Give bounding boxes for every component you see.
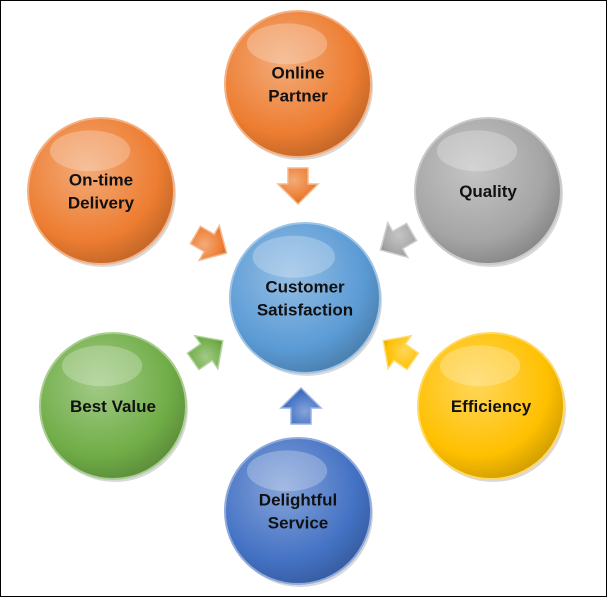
node-best-value-label: Best Value xyxy=(70,397,156,416)
arrow-icon-delightful-service xyxy=(279,386,323,425)
node-best-value: Best Value xyxy=(39,332,188,482)
node-on-time-delivery-label: On-time xyxy=(69,171,133,190)
arrow-icon-quality xyxy=(379,220,418,259)
node-best-value-circle xyxy=(39,332,187,480)
node-delightful-service-circle xyxy=(224,437,372,585)
arrow-icon-best-value xyxy=(186,334,224,371)
node-delightful-service-label: Service xyxy=(268,514,329,533)
node-quality-label: Quality xyxy=(459,182,517,201)
node-online-partner-label: Online xyxy=(272,64,325,83)
node-efficiency-circle xyxy=(417,332,565,480)
arrow-icon-on-time-delivery xyxy=(189,223,228,262)
node-online-partner-label: Partner xyxy=(268,87,328,106)
node-efficiency-label: Efficiency xyxy=(451,397,532,416)
center-customer-satisfaction-circle xyxy=(229,222,381,374)
node-on-time-delivery-label: Delivery xyxy=(68,194,135,213)
arrow-icon-online-partner xyxy=(276,167,320,206)
center-customer-satisfaction-label: Customer xyxy=(265,278,345,297)
node-quality-circle xyxy=(414,117,562,265)
arrow-icon-efficiency xyxy=(382,334,420,371)
node-quality: Quality xyxy=(414,117,563,267)
center-customer-satisfaction-label: Satisfaction xyxy=(257,301,353,320)
node-efficiency: Efficiency xyxy=(417,332,566,482)
node-online-partner-circle xyxy=(224,10,372,158)
node-on-time-delivery-circle xyxy=(27,117,175,265)
node-delightful-service-label: Delightful xyxy=(259,491,337,510)
